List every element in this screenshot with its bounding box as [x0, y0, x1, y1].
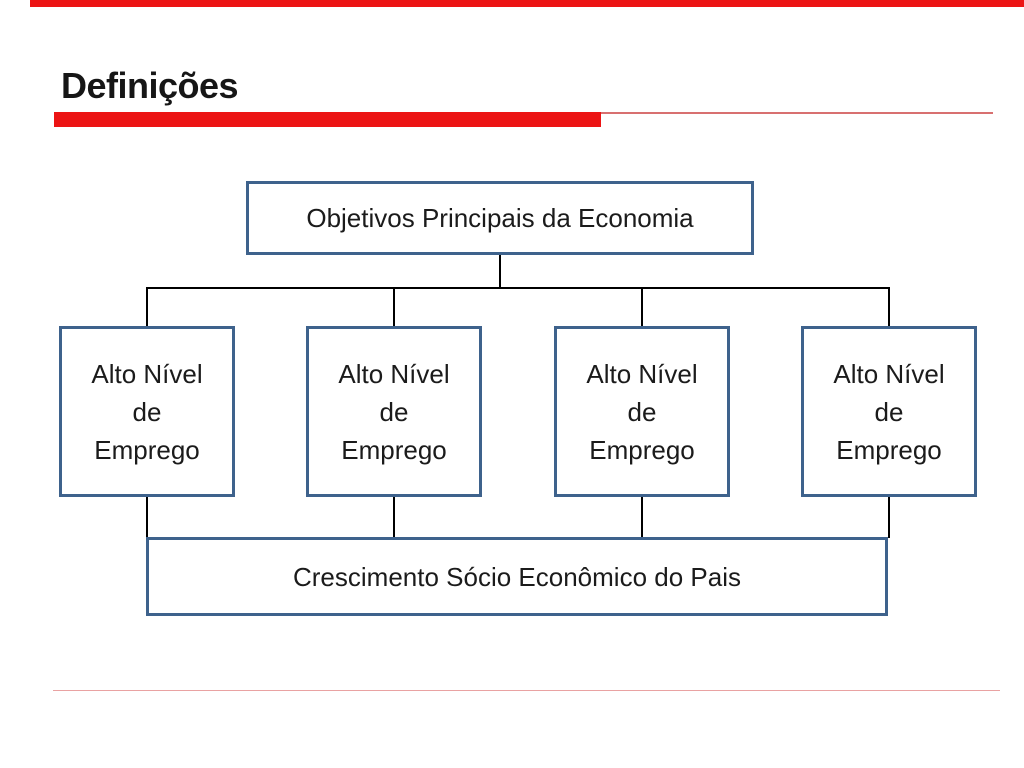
diagram-node-root: Objetivos Principais da Economia	[246, 181, 754, 255]
connector-drop-2	[393, 287, 395, 327]
slide-title: Definições	[61, 65, 239, 107]
node-line: Emprego	[589, 434, 695, 465]
connector-spread-bar	[146, 287, 890, 289]
footer-rule	[53, 690, 1000, 691]
node-line: de	[627, 396, 657, 427]
connector-to-result-3	[641, 497, 643, 538]
node-line: Alto Nível	[338, 358, 450, 389]
node-line: Emprego	[836, 434, 942, 465]
node-line: Alto Nível	[586, 358, 698, 389]
diagram-node-employment-4: Alto Nível de Emprego	[801, 326, 977, 497]
node-line: Alto Nível	[91, 358, 203, 389]
connector-root-down	[499, 254, 501, 288]
connector-drop-1	[146, 287, 148, 327]
node-line: Alto Nível	[833, 358, 945, 389]
node-line: Emprego	[341, 434, 447, 465]
connector-to-result-4	[888, 497, 890, 538]
diagram-node-root-label: Objetivos Principais da Economia	[306, 203, 694, 233]
connector-to-result-2	[393, 497, 395, 538]
diagram-node-result: Crescimento Sócio Econômico do Pais	[146, 537, 888, 616]
node-line: de	[379, 396, 409, 427]
node-line: de	[874, 396, 904, 427]
diagram-node-result-label: Crescimento Sócio Econômico do Pais	[293, 561, 741, 592]
diagram-node-employment-1: Alto Nível de Emprego	[59, 326, 235, 497]
node-line: Emprego	[94, 434, 200, 465]
top-accent-bar	[30, 0, 1024, 7]
node-line: de	[132, 396, 162, 427]
diagram-node-employment-3: Alto Nível de Emprego	[554, 326, 730, 497]
connector-drop-3	[641, 287, 643, 327]
title-underline-thick	[54, 112, 601, 127]
connector-drop-4	[888, 287, 890, 327]
connector-to-result-1	[146, 497, 148, 538]
diagram-node-employment-2: Alto Nível de Emprego	[306, 326, 482, 497]
